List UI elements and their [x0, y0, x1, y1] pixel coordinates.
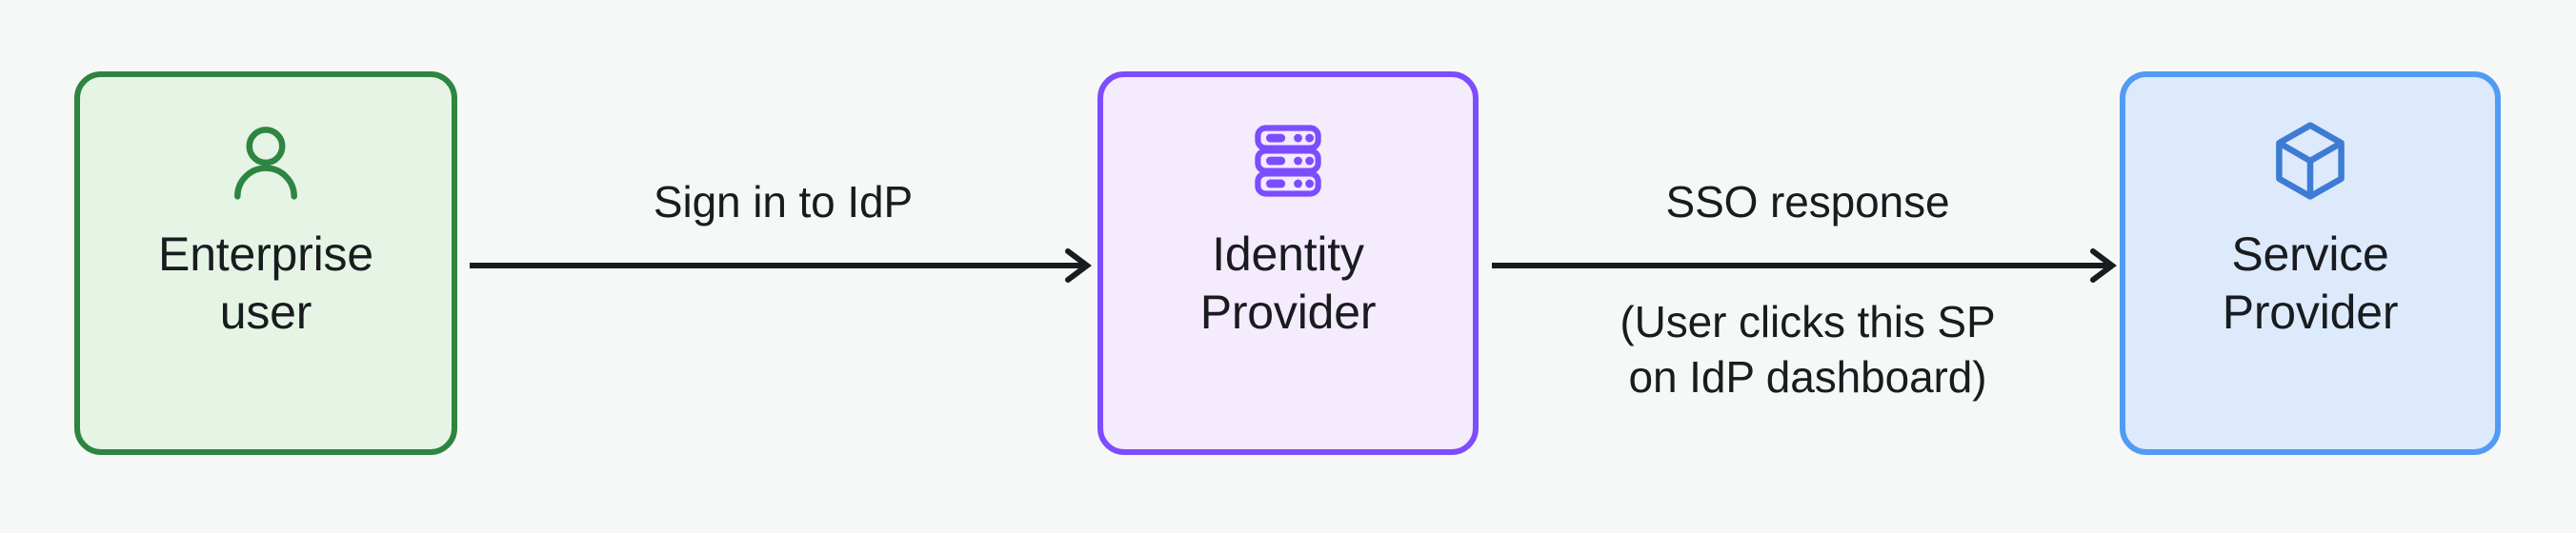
user-icon	[234, 127, 297, 200]
edge-label-sign-in-to-idp: Sign in to IdP	[653, 177, 914, 227]
edge-arrow-sign-in	[470, 248, 1092, 283]
node-identity-provider[interactable]: Identity Provider	[1097, 71, 1479, 455]
server-stack-icon	[1255, 125, 1321, 197]
node-enterprise-user[interactable]: Enterprise user	[74, 71, 457, 455]
edge-label-sso-response: SSO response	[1665, 177, 1950, 227]
node-label-identity-provider: Identity Provider	[1199, 227, 1377, 339]
node-label-enterprise-user: Enterprise user	[158, 227, 373, 339]
edge-sublabel-sso-response: (User clicks this SP on IdP dashboard)	[1620, 297, 1996, 402]
node-service-provider[interactable]: Service Provider	[2120, 71, 2501, 455]
node-label-service-provider: Service Provider	[2222, 227, 2399, 339]
cube-icon	[2276, 122, 2345, 200]
edge-arrow-sso-response	[1492, 248, 2117, 283]
